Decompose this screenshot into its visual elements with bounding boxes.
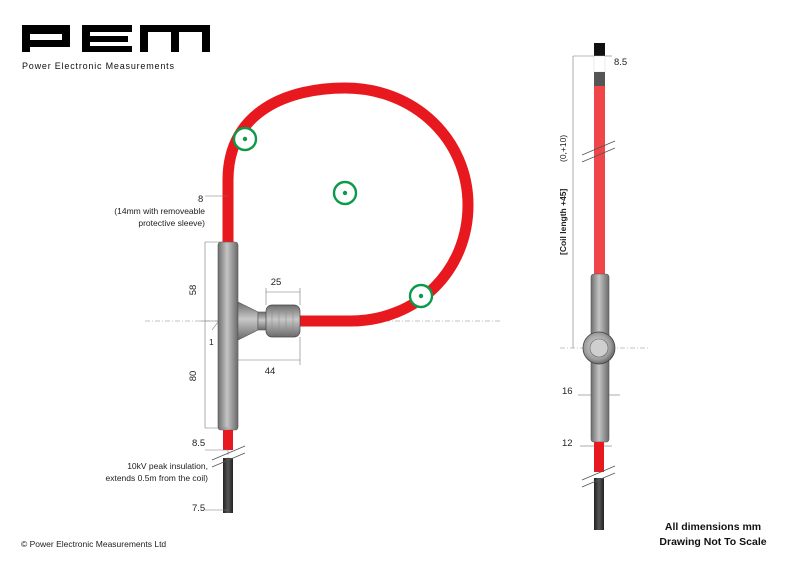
break-mark (211, 452, 246, 468)
dim-coil-width: 8 (198, 194, 203, 205)
side-dimension-lines (572, 55, 620, 447)
dim-body-dia: 16 (562, 386, 573, 397)
sleeve-note-line1: (14mm with removeable (114, 206, 205, 216)
dim-connector-len: 44 (265, 366, 276, 377)
insulation-note-line2: extends 0.5m from the coil) (105, 473, 208, 483)
break-mark (581, 140, 616, 156)
cable-dark (223, 458, 233, 513)
marker-icon (232, 126, 258, 152)
sleeve-note-line2: protective sleeve) (138, 218, 205, 228)
dim-body-upper: 58 (188, 285, 199, 296)
brand-tagline: Power Electronic Measurements (22, 61, 175, 71)
break-mark (581, 147, 616, 163)
dimension-lines (200, 195, 301, 511)
coil-length-label: [Coil length +45] (558, 188, 568, 255)
side-view-probe (582, 43, 616, 530)
pem-logo (22, 25, 210, 52)
dim-cable-dia: 12 (562, 438, 573, 449)
cable-red (223, 430, 233, 450)
break-mark (581, 472, 616, 488)
dim-cable-upper: 8.5 (192, 438, 205, 449)
dim-cable-lower: 7.5 (192, 503, 205, 514)
coil-length-tolerance: (0,+10) (558, 135, 568, 162)
marker-icon (408, 283, 434, 309)
dim-offset: 1 (209, 337, 214, 347)
copyright-text: © Power Electronic Measurements Ltd (21, 539, 166, 549)
break-mark (211, 445, 246, 461)
dim-tip: 8.5 (614, 57, 627, 68)
insulation-note-line1: 10kV peak insulation, (127, 461, 208, 471)
dim-connector-dia: 25 (271, 277, 282, 288)
break-mark (581, 465, 616, 481)
dim-body-lower: 80 (188, 371, 199, 382)
probe-body (217, 241, 301, 431)
marker-icon (332, 180, 358, 206)
scale-note: Drawing Not To Scale (659, 536, 766, 548)
units-note: All dimensions mm (665, 521, 761, 533)
